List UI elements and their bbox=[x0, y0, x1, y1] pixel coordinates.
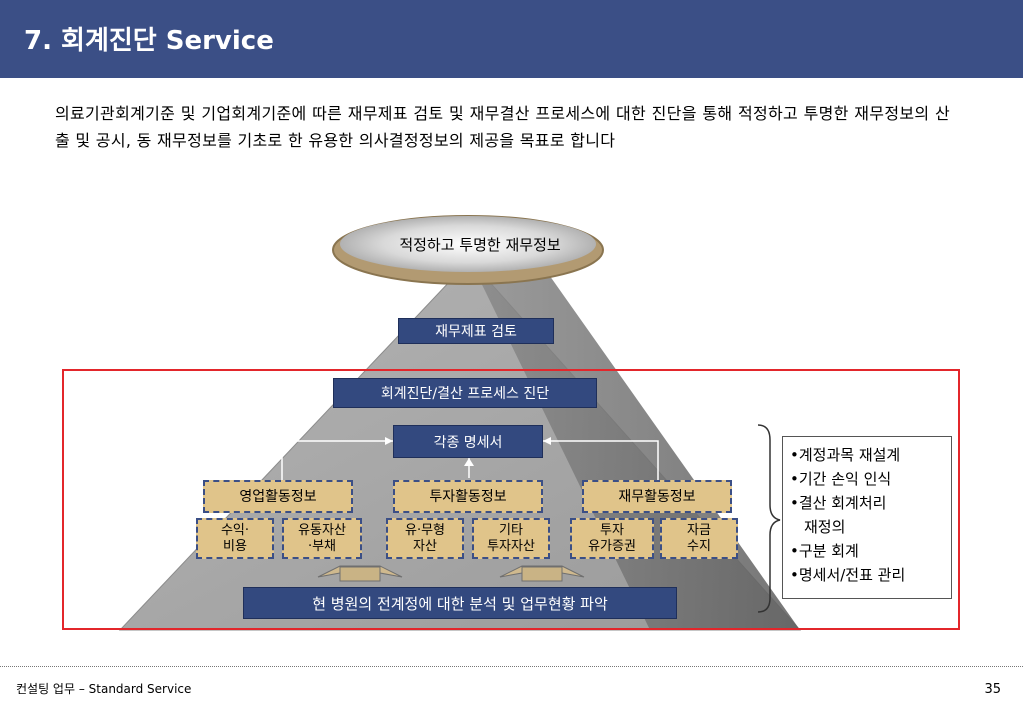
note-item: 재정의 bbox=[804, 518, 846, 536]
page-number: 35 bbox=[984, 682, 1001, 697]
note-item: •계정과목 재설계 bbox=[790, 446, 901, 464]
sub-item-line: ·부채 bbox=[307, 538, 337, 554]
top-ellipse bbox=[340, 216, 596, 272]
sub-item-tangible-assets: 유·무형 자산 bbox=[386, 518, 464, 559]
top-goal-label: 적정하고 투명한 재무정보 bbox=[399, 236, 561, 254]
sub-item-current-assets: 유동자산 ·부채 bbox=[282, 518, 362, 559]
base-box: 현 병원의 전계정에 대한 분석 및 업무현황 파악 bbox=[243, 587, 677, 619]
notes-box: •계정과목 재설계 •기간 손익 인식 •결산 회계처리 재정의 •구분 회계 … bbox=[782, 436, 952, 599]
sub-item-line: 유가증권 bbox=[588, 538, 636, 554]
category-operating: 영업활동정보 bbox=[203, 480, 353, 513]
sub-item-line: 자산 bbox=[413, 538, 437, 554]
header-bar: 7. 회계진단 Service bbox=[0, 0, 1023, 78]
sub-item-line: 투자 bbox=[600, 522, 624, 538]
sub-item-funds: 자금 수지 bbox=[660, 518, 738, 559]
up-arrows bbox=[317, 565, 585, 582]
sub-item-line: 자금 bbox=[687, 522, 711, 538]
note-item: •명세서/전표 관리 bbox=[790, 566, 906, 584]
sub-item-line: 수지 bbox=[687, 538, 711, 554]
category-investing: 투자활동정보 bbox=[393, 480, 543, 513]
sub-item-line: 유동자산 bbox=[298, 522, 346, 538]
process-box: 회계진단/결산 프로세스 진단 bbox=[333, 378, 597, 408]
page-title: 7. 회계진단 Service bbox=[24, 26, 274, 56]
note-item: •기간 손익 인식 bbox=[790, 470, 892, 488]
brace-bracket bbox=[757, 424, 781, 613]
sub-item-securities: 투자 유가증권 bbox=[570, 518, 654, 559]
footer-divider bbox=[0, 666, 1023, 667]
sub-item-line: 수익· bbox=[220, 522, 250, 538]
note-item: •구분 회계 bbox=[790, 542, 859, 560]
note-item: •결산 회계처리 bbox=[790, 494, 887, 512]
footer-caption: 컨설팅 업무 – Standard Service bbox=[16, 682, 192, 696]
category-financing: 재무활동정보 bbox=[582, 480, 732, 513]
connector-arrowheads bbox=[385, 437, 551, 466]
intro-text: 의료기관회계기준 및 기업회계기준에 따른 재무제표 검토 및 재무결산 프로세… bbox=[55, 104, 950, 150]
sub-item-line: 비용 bbox=[223, 538, 247, 554]
focus-frame bbox=[62, 369, 960, 630]
sub-item-line: 유·무형 bbox=[404, 522, 445, 538]
sub-item-line: 기타 bbox=[499, 522, 523, 538]
sub-item-revenue: 수익· 비용 bbox=[196, 518, 274, 559]
statements-box: 각종 명세서 bbox=[393, 425, 543, 458]
sub-item-line: 투자자산 bbox=[487, 538, 535, 554]
review-box: 재무제표 검토 bbox=[398, 318, 554, 344]
sub-item-other-investments: 기타 투자자산 bbox=[472, 518, 550, 559]
